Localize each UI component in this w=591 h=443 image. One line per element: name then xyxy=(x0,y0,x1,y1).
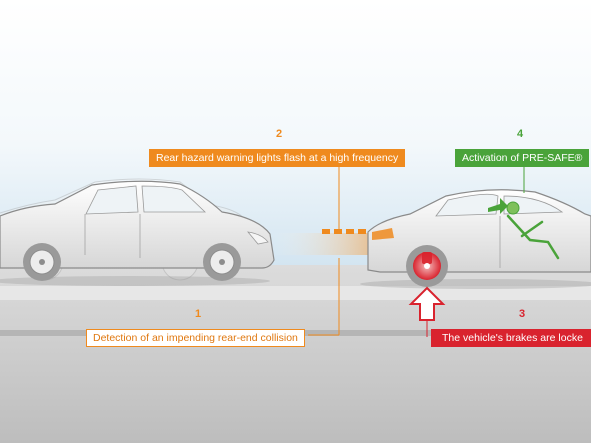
step-1-number: 1 xyxy=(195,308,202,320)
step-4-number: 4 xyxy=(517,128,524,140)
step-2-label: Rear hazard warning lights flash at a hi… xyxy=(149,149,406,167)
seated-occupant-icon xyxy=(488,198,560,260)
step-4-label: Activation of PRE-SAFE® xyxy=(455,149,590,167)
flash-indicator xyxy=(322,229,366,234)
step-3-number: 3 xyxy=(519,308,526,320)
step-1-label: Detection of an impending rear-end colli… xyxy=(86,329,305,347)
step-2-number: 2 xyxy=(276,128,283,140)
flash-glow xyxy=(270,233,370,255)
brake-disc-icon xyxy=(406,245,448,287)
up-arrow-icon xyxy=(408,286,446,337)
step-3-label: The vehicle's brakes are locke xyxy=(431,329,591,347)
tail-light xyxy=(372,228,394,240)
road-lane-band xyxy=(0,286,591,300)
sedan-icon xyxy=(0,180,275,286)
